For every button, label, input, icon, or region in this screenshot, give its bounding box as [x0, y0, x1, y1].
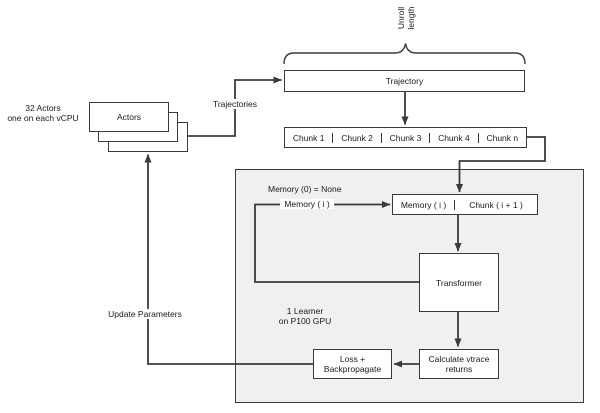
trajectories-edge-label: Trajectories [207, 99, 263, 109]
actors-annotation-line1: 32 Actors [25, 103, 61, 113]
chunk-3-cell: Chunk 3 [380, 132, 429, 143]
learner-annotation-line2: on P100 GPU [278, 316, 332, 326]
memory-edge-label: Memory ( i ) [280, 199, 334, 209]
learner-annotation-line1: 1 Learner [286, 306, 324, 316]
unroll-brace [283, 43, 526, 65]
memory-cell: Memory ( i ) [400, 199, 447, 210]
loss-label: Loss + Backpropagate [323, 354, 382, 374]
actors-label: Actors [116, 112, 142, 122]
vtrace-box: Calculate vtrace returns [419, 349, 499, 379]
update-parameters-edge-label: Update Parameters [99, 309, 191, 319]
chunk-n-cell: Chunk n [477, 132, 526, 143]
chunk-4-cell: Chunk 4 [429, 132, 477, 143]
unroll-length-line1: Unroll [396, 6, 406, 30]
vtrace-label: Calculate vtrace returns [428, 354, 490, 374]
memory-zero-note: Memory (0) = None [268, 184, 342, 194]
learner-annotation: 1 Learner on P100 GPU [263, 306, 347, 326]
edge-loss-to-actors-update [144, 154, 313, 365]
unroll-length-label: Unroll length [390, 0, 422, 36]
chunk-2-cell: Chunk 2 [332, 132, 380, 143]
next-chunk-cell: Chunk ( i + 1 ) [454, 199, 537, 210]
edge-transformer-to-memory-feedback [254, 200, 419, 283]
actors-annotation: 32 Actors one on each vCPU [0, 103, 86, 123]
edge-chunkn-to-memory-box [455, 136, 546, 193]
memory-chunk-box: Memory ( i ) Chunk ( i + 1 ) [392, 194, 538, 215]
trajectory-box: Trajectory [284, 70, 525, 92]
trajectory-label: Trajectory [385, 76, 424, 86]
chunk-1-cell: Chunk 1 [292, 132, 325, 143]
transformer-label: Transformer [436, 277, 482, 288]
loss-box: Loss + Backpropagate [313, 349, 392, 379]
actors-annotation-line2: one on each vCPU [7, 113, 79, 123]
actor-box-front: Actors [89, 102, 169, 132]
unroll-length-line2: length [406, 6, 416, 30]
chunk-row: Chunk 1 Chunk 2 Chunk 3 Chunk 4 Chunk n [284, 127, 527, 148]
transformer-box: Transformer [419, 253, 499, 312]
